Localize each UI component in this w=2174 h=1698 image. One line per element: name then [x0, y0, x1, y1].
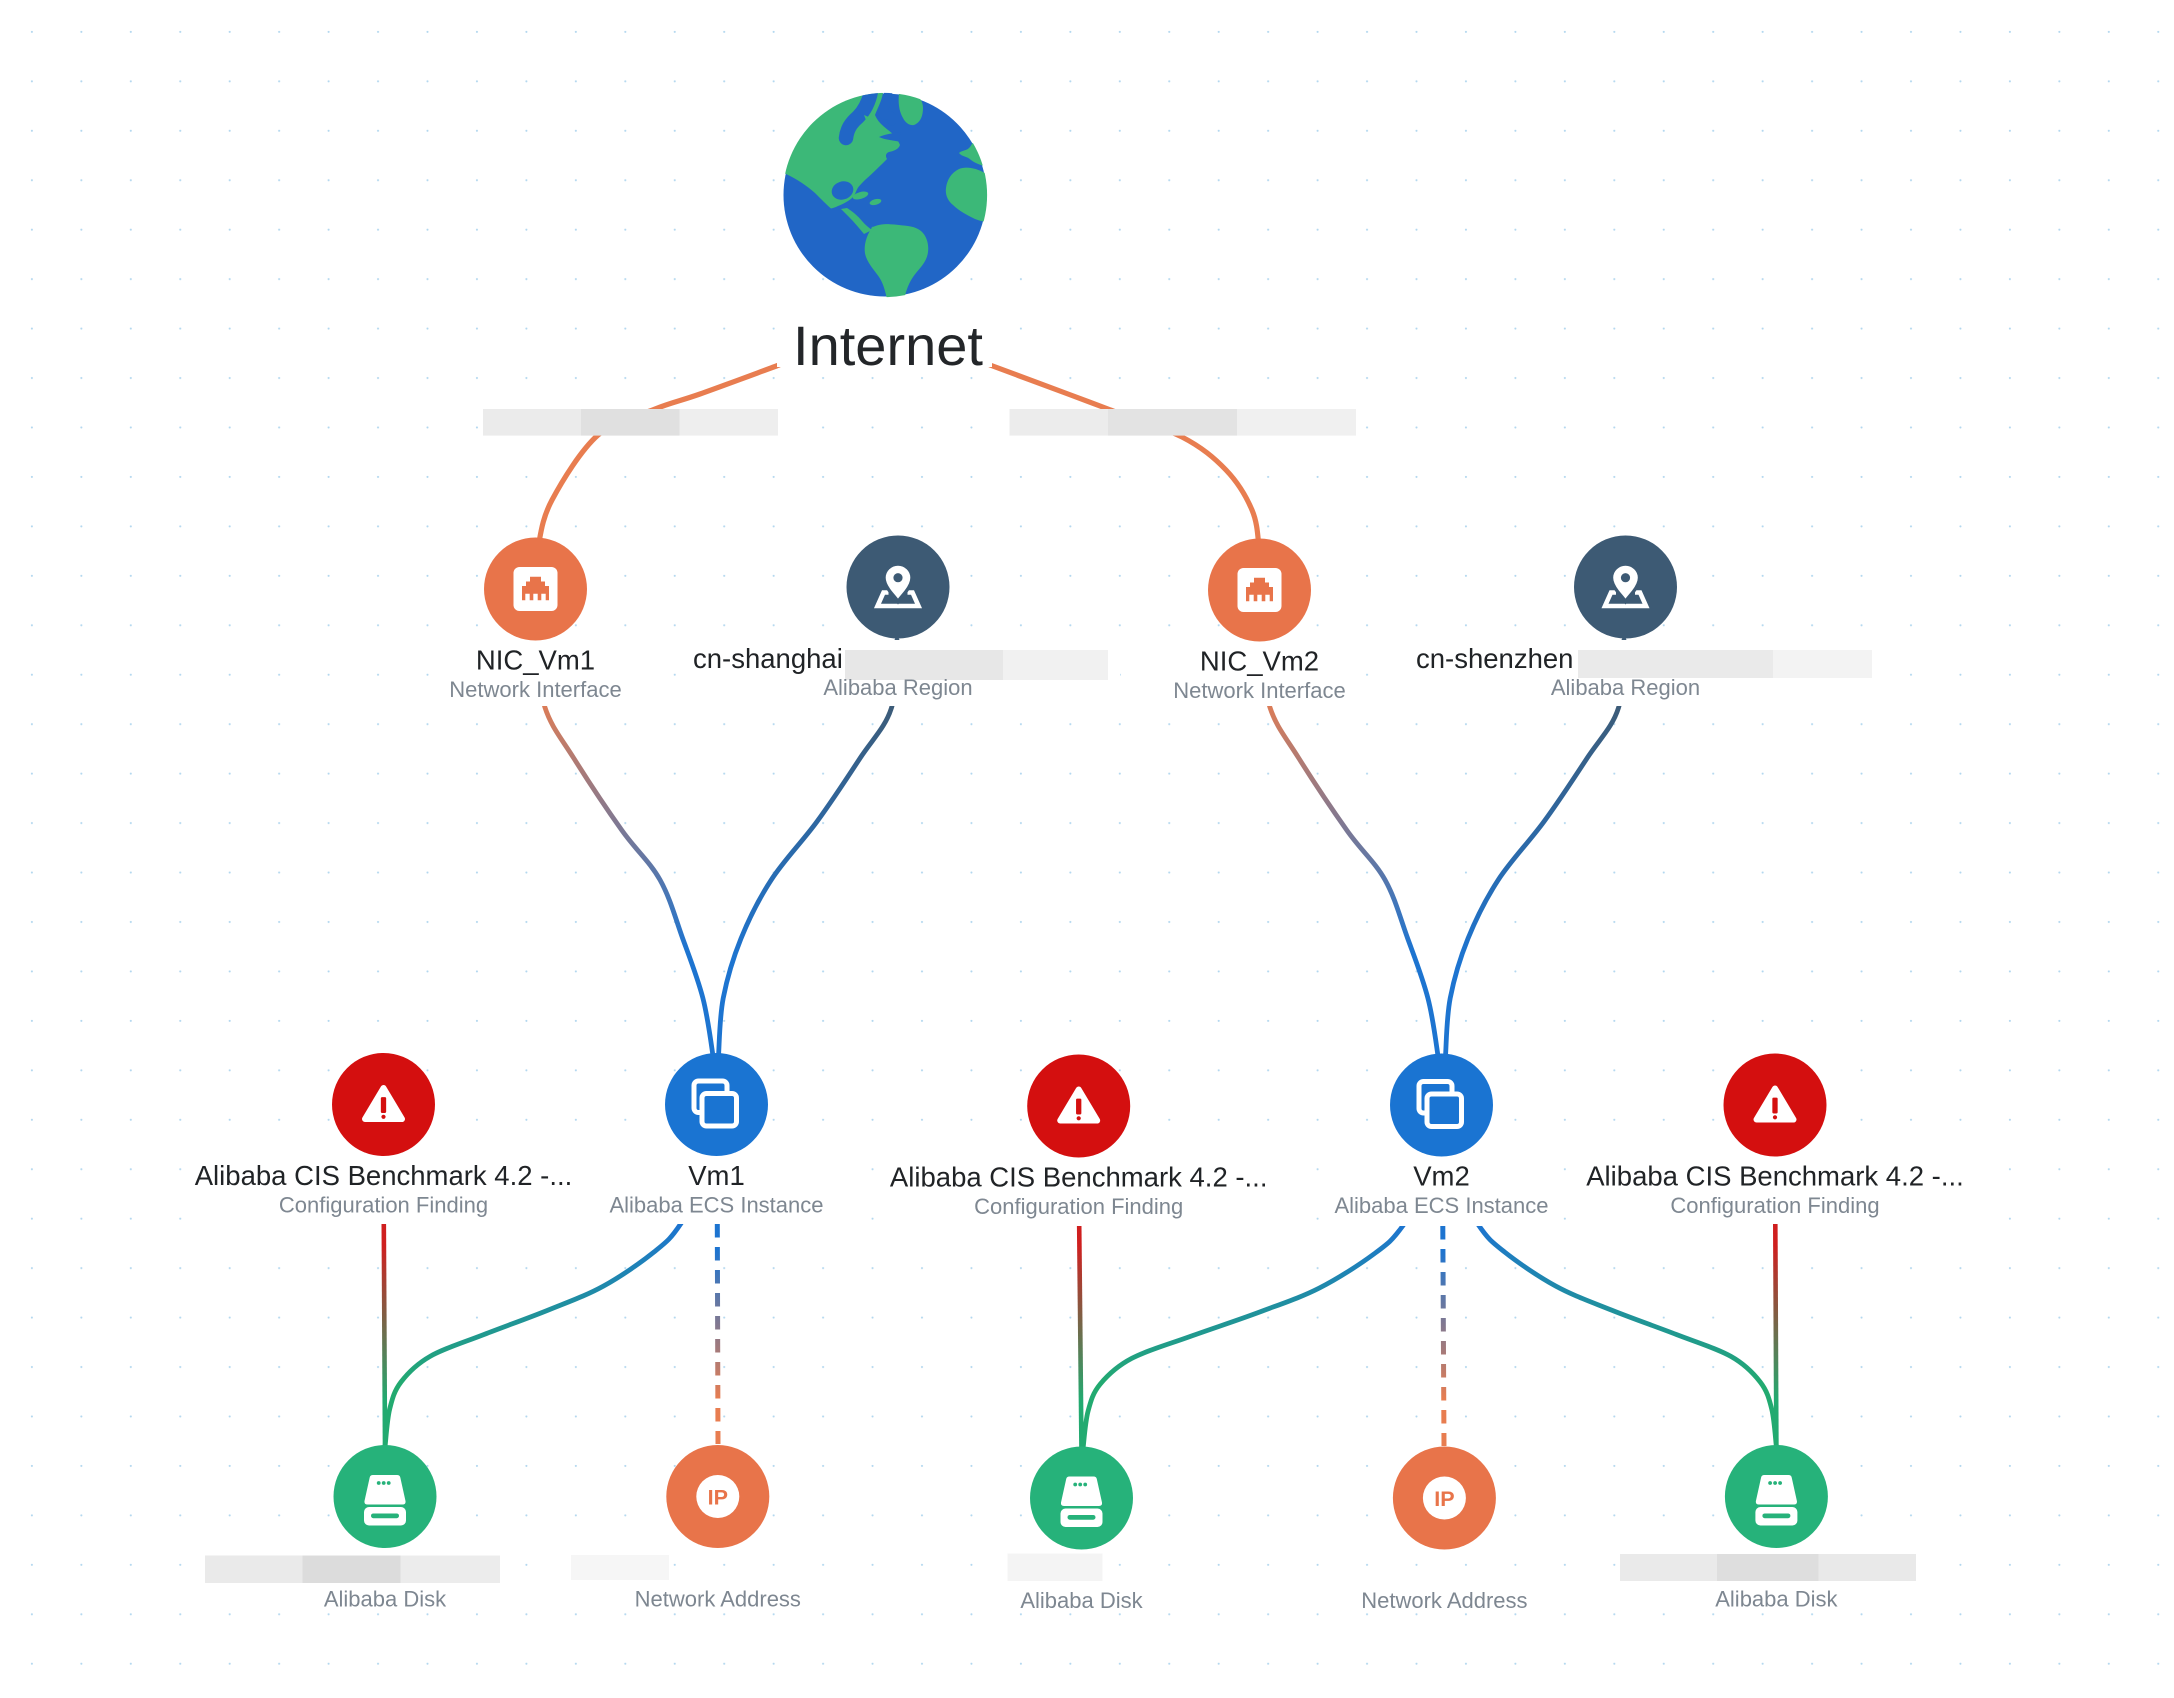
svg-text:Network Interface: Network Interface [449, 677, 621, 702]
svg-text:Vm2: Vm2 [1413, 1161, 1470, 1192]
svg-text:Alibaba CIS Benchmark 4.2 -...: Alibaba CIS Benchmark 4.2 -... [890, 1162, 1268, 1193]
svg-text:Alibaba ECS Instance: Alibaba ECS Instance [609, 1193, 823, 1218]
svg-text:Network Interface: Network Interface [1173, 678, 1345, 703]
svg-text:cn-shenzhen: cn-shenzhen [1416, 643, 1573, 674]
svg-text:Configuration Finding: Configuration Finding [1670, 1193, 1879, 1218]
svg-text:Alibaba Disk: Alibaba Disk [1715, 1587, 1838, 1612]
svg-text:Configuration Finding: Configuration Finding [974, 1194, 1183, 1219]
svg-text:Alibaba CIS Benchmark 4.2 -...: Alibaba CIS Benchmark 4.2 -... [195, 1160, 573, 1191]
svg-text:Vm1: Vm1 [688, 1160, 745, 1191]
svg-text:Network Address: Network Address [635, 1587, 801, 1612]
svg-text:NIC_Vm1: NIC_Vm1 [476, 645, 595, 676]
svg-text:Alibaba CIS Benchmark 4.2 -...: Alibaba CIS Benchmark 4.2 -... [1586, 1161, 1964, 1192]
svg-text:Alibaba Region: Alibaba Region [823, 675, 972, 700]
svg-text:Alibaba Region: Alibaba Region [1551, 675, 1700, 700]
svg-text:Configuration Finding: Configuration Finding [279, 1193, 488, 1218]
svg-text:Alibaba Disk: Alibaba Disk [1020, 1588, 1143, 1613]
svg-text:Alibaba ECS Instance: Alibaba ECS Instance [1334, 1193, 1548, 1218]
svg-text:NIC_Vm2: NIC_Vm2 [1200, 646, 1319, 677]
svg-text:Internet: Internet [793, 314, 983, 377]
svg-text:Alibaba Disk: Alibaba Disk [324, 1587, 447, 1612]
svg-text:cn-shanghai: cn-shanghai [693, 643, 843, 674]
svg-text:Network Address: Network Address [1361, 1588, 1527, 1613]
